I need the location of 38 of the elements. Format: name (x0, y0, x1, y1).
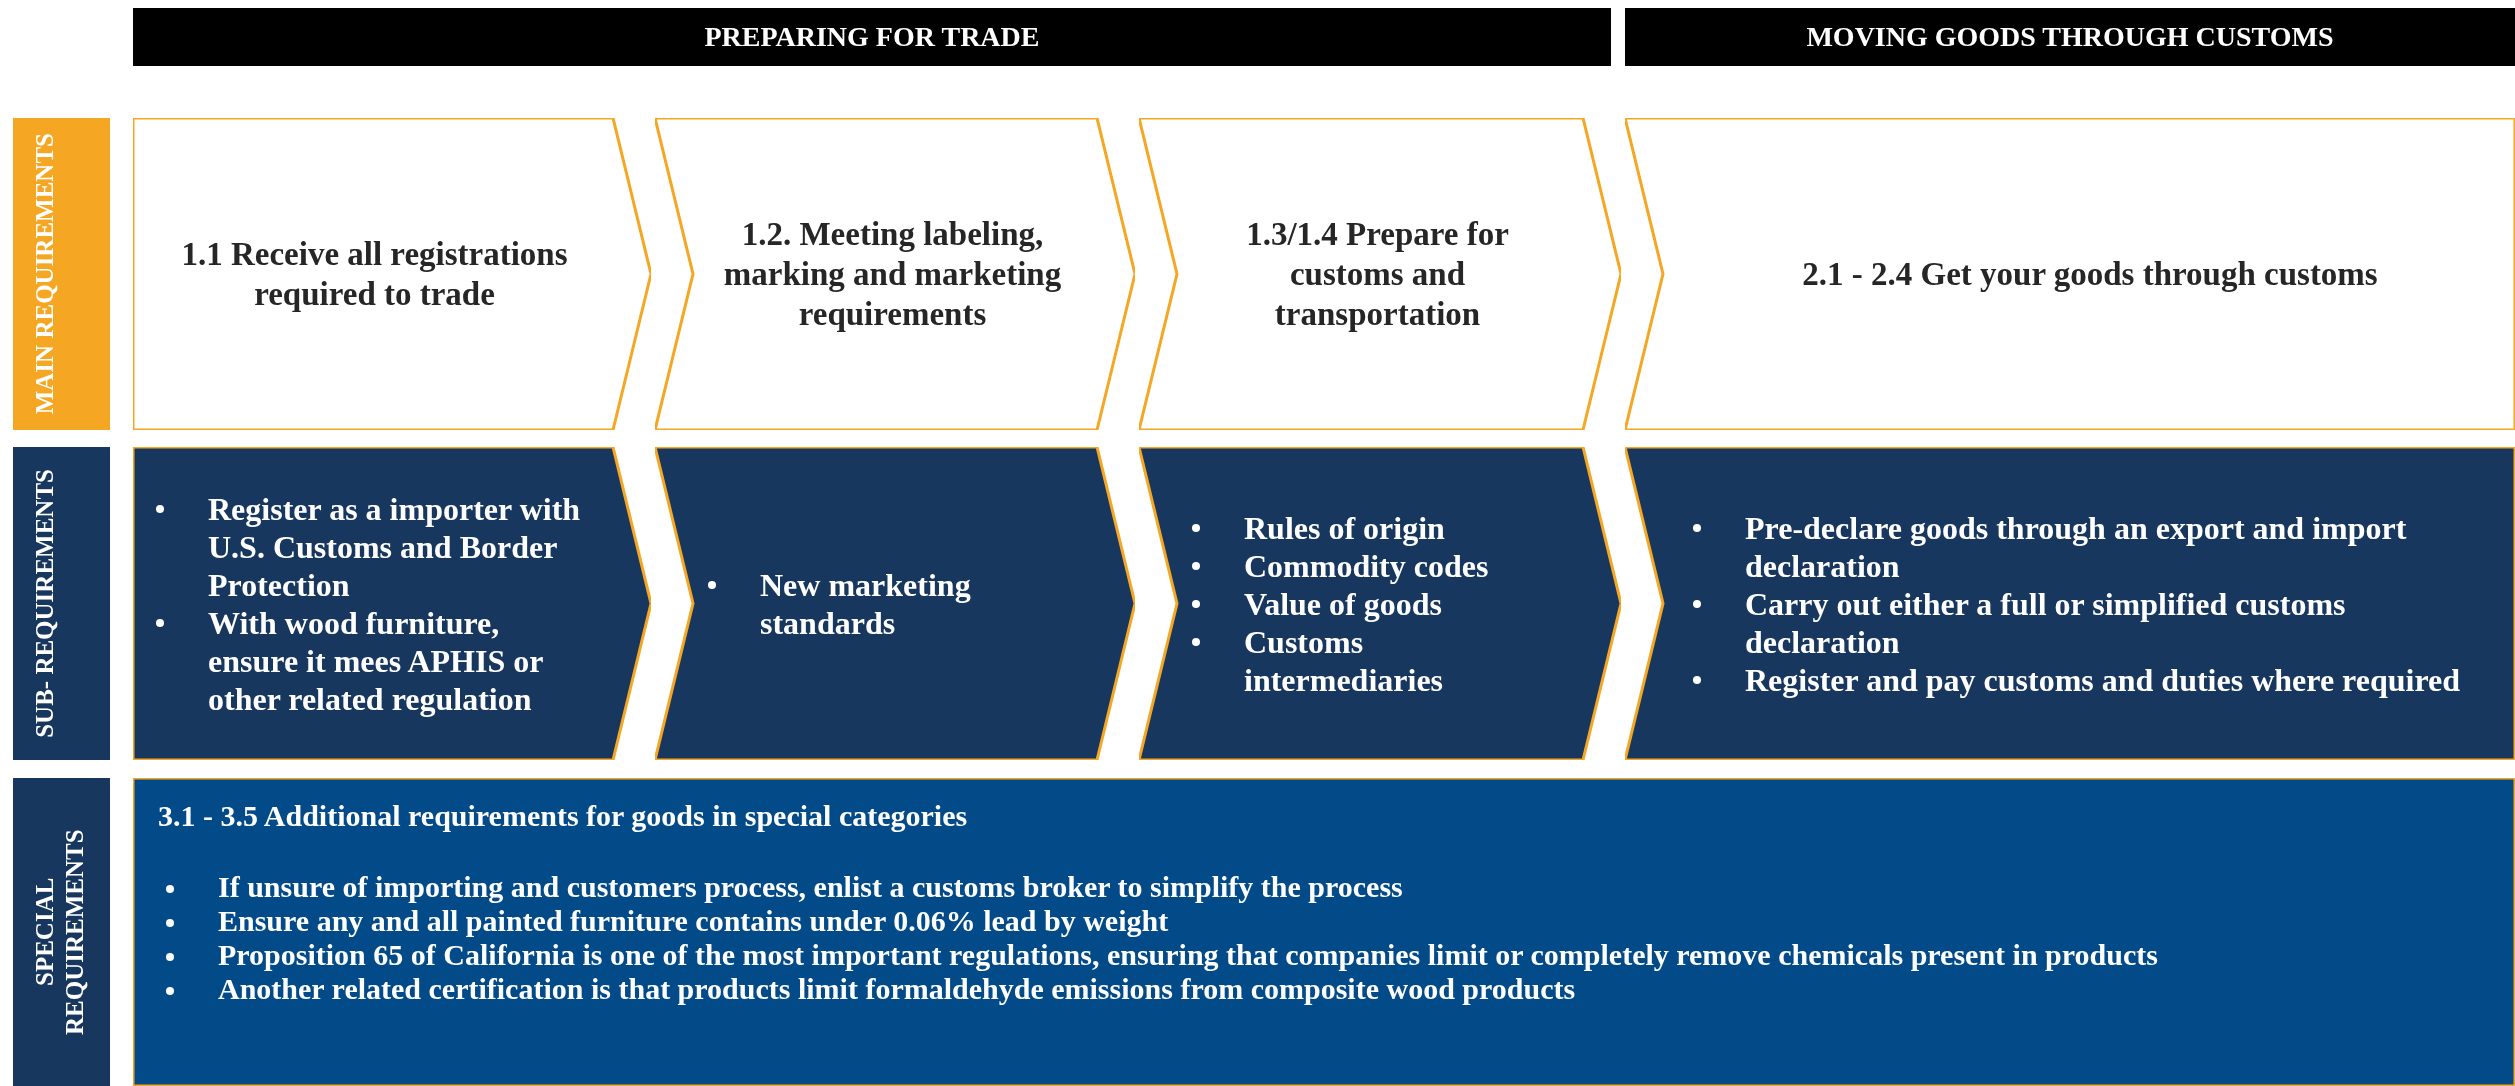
bullet-text: Customs intermediaries (1244, 622, 1445, 699)
row-header-text: SPECIAL REQUIREMENTS (29, 828, 89, 1037)
row-header-bar (13, 447, 110, 760)
step-title: 2.1 - 2.4 Get your goods through customs (1801, 255, 2379, 294)
bullet-text: Commodity codes (1244, 546, 1489, 585)
chevron-box (133, 447, 651, 760)
column-header-text: PREPARING FOR TRADE (704, 21, 1040, 53)
row-header-bar (13, 778, 110, 1086)
step-title: 1.2. Meeting labeling, marking and marketing requirements (722, 215, 1063, 334)
chevron-box (133, 118, 651, 430)
bullet-text: Carry out either a full or simplified customs declaration (1745, 584, 2347, 661)
bullet-text: New marketing standards (760, 565, 972, 642)
bullet-text: Rules of origin (1244, 508, 1445, 547)
chevron-box (1139, 447, 1621, 760)
bullet-text: Register and pay customs and duties where required (1745, 660, 2460, 699)
bullet-text: With wood furniture, ensure it mees APHIS or other related regulation (208, 603, 544, 718)
bullet-text: Pre-declare goods through an export and import declaration (1745, 508, 2408, 585)
column-header-text: MOVING GOODS THROUGH CUSTOMS (1806, 21, 2334, 53)
bullet-text: Register as a importer with U.S. Customs and Border Protection (208, 489, 582, 604)
bullet-text: Proposition 65 of California is one of the most important regulations, ensuring that companies limit or completely remove chemicals present in products (218, 938, 2158, 972)
requirements-panel (133, 778, 2515, 1086)
bullet-text: Another related certification is that products limit formaldehyde emissions from composite wood products (218, 972, 1576, 1006)
row-header-bar (13, 118, 110, 430)
chevron-box (1625, 118, 2515, 430)
row-header-text: SUB- REQUIREMENTS (29, 469, 59, 738)
chevron-box (655, 447, 1135, 760)
column-header-bar (1625, 8, 2515, 66)
bullet-text: Ensure any and all painted furniture contains under 0.06% lead by weight (218, 904, 1169, 938)
step-title: 1.1 Receive all registrations required to trade (180, 235, 569, 314)
column-header-bar (133, 8, 1611, 66)
step-title: 1.3/1.4 Prepare for customs and transportation (1245, 215, 1510, 334)
panel-heading: 3.1 - 3.5 Additional requirements for goods in special categories (158, 798, 969, 834)
chevron-box (655, 118, 1135, 430)
row-header-text: MAIN REQUIREMENTS (29, 133, 59, 415)
bullet-text: Value of goods (1244, 584, 1442, 623)
chevron-box (1625, 447, 2515, 760)
chevron-box (1139, 118, 1621, 430)
bullet-text: If unsure of importing and customers process, enlist a customs broker to simplify the process (218, 870, 1403, 904)
